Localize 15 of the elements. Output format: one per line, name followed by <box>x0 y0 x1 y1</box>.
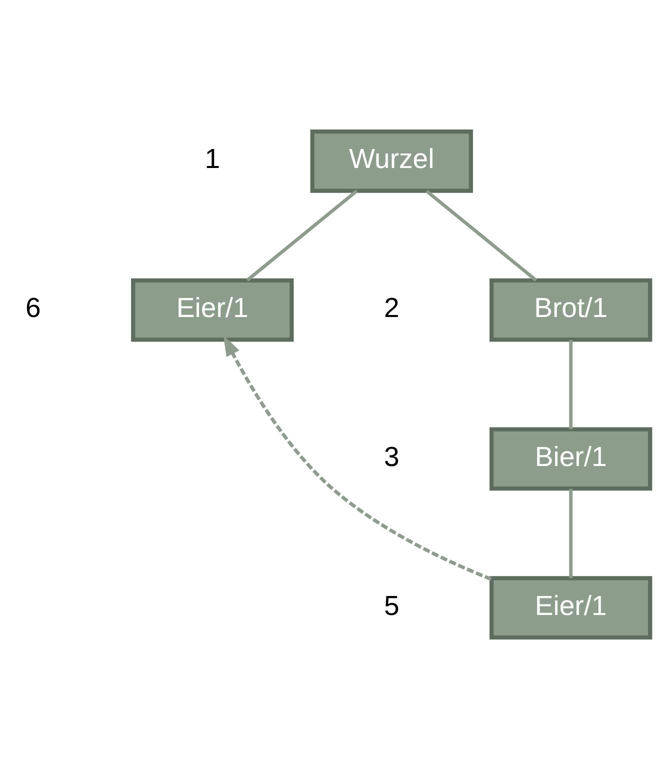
node-label: 2 <box>384 292 400 323</box>
connector <box>569 488 573 578</box>
node-box: Eier/1 <box>490 576 652 640</box>
node-box: Bier/1 <box>490 427 652 491</box>
node-label: 5 <box>384 590 400 621</box>
node-box: Eier/1 <box>131 278 294 342</box>
arrow <box>223 335 492 581</box>
node-label: 1 <box>204 143 220 174</box>
node-box: Wurzel <box>310 129 473 193</box>
connector <box>569 340 573 430</box>
node-label: 6 <box>26 292 41 323</box>
node-label: 3 <box>384 440 400 472</box>
connector <box>426 190 538 282</box>
node-box: Brot/1 <box>490 278 652 342</box>
connector <box>246 190 358 282</box>
